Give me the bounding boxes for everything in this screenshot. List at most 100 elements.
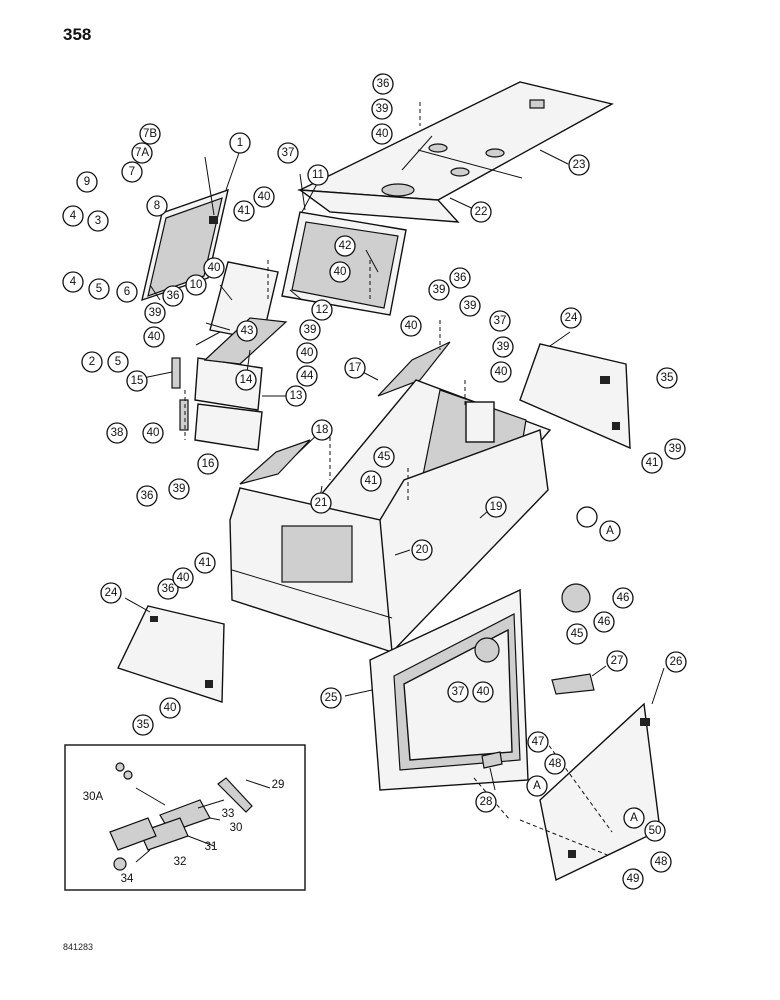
- callout-39-b: 39: [428, 279, 450, 301]
- callout-24-left: 24: [100, 582, 122, 604]
- svg-text:18: 18: [316, 424, 329, 436]
- svg-text:3: 3: [95, 215, 101, 227]
- svg-text:30: 30: [230, 822, 243, 834]
- callout-46-a: 48: [544, 753, 566, 775]
- svg-text:25: 25: [325, 692, 338, 704]
- svg-text:A: A: [606, 525, 614, 537]
- svg-text:7: 7: [129, 166, 135, 178]
- svg-text:10: 10: [190, 279, 203, 291]
- svg-text:40: 40: [376, 128, 389, 140]
- svg-text:19: 19: [490, 501, 503, 513]
- callout-39-top: 39: [371, 98, 393, 120]
- svg-text:11: 11: [312, 169, 324, 181]
- svg-text:23: 23: [573, 159, 586, 171]
- callout-39-c: 39: [459, 295, 481, 317]
- svg-text:9: 9: [84, 176, 90, 188]
- svg-text:44: 44: [301, 370, 314, 382]
- callout-28: 28: [475, 791, 497, 813]
- callout-layer: 1 2 3 4 4 5 5 6 7 7A 7B 8 9 10 11 12 13 …: [62, 73, 687, 890]
- svg-text:39: 39: [497, 341, 510, 353]
- callout-37-a: 37: [277, 142, 299, 164]
- page-number: 358: [63, 25, 92, 44]
- callout-40-i: 41: [641, 452, 663, 474]
- svg-text:45: 45: [378, 451, 391, 463]
- svg-text:24: 24: [105, 587, 118, 599]
- svg-text:36: 36: [377, 78, 390, 90]
- svg-text:35: 35: [661, 372, 674, 384]
- door-panel-26: [539, 702, 661, 882]
- svg-text:5: 5: [115, 356, 121, 368]
- callout-45-a: 47: [527, 731, 549, 753]
- svg-text:39: 39: [433, 284, 446, 296]
- callout-45-b: 48: [650, 851, 672, 873]
- callout-6: 6: [116, 281, 138, 303]
- callout-40-b: 40: [203, 257, 225, 279]
- svg-text:48: 48: [549, 758, 562, 770]
- svg-text:7B: 7B: [143, 128, 157, 140]
- svg-text:40: 40: [147, 427, 160, 439]
- svg-text:21: 21: [315, 497, 328, 509]
- inset-handle-29: [217, 777, 253, 813]
- svg-text:39: 39: [464, 300, 477, 312]
- svg-text:40: 40: [495, 366, 508, 378]
- svg-text:27: 27: [611, 655, 624, 667]
- svg-text:37: 37: [494, 315, 507, 327]
- callout-25: 25: [320, 687, 342, 709]
- callout-40-k: 41: [194, 552, 216, 574]
- callout-21: 21: [310, 492, 332, 514]
- svg-text:37: 37: [282, 147, 295, 159]
- callout-30: 30: [230, 822, 243, 834]
- wedge-18: [239, 439, 311, 485]
- svg-text:45: 45: [571, 628, 584, 640]
- svg-text:24: 24: [565, 312, 578, 324]
- svg-text:4: 4: [70, 276, 77, 288]
- callout-40-j: 41: [360, 470, 382, 492]
- callout-33: 33: [222, 808, 235, 820]
- callout-35-left: 35: [132, 714, 154, 736]
- callout-10: 10: [185, 274, 207, 296]
- callout-2: 2: [81, 351, 103, 373]
- callout-39-i: 40: [159, 697, 181, 719]
- svg-text:22: 22: [475, 206, 488, 218]
- callout-40-top: 40: [371, 123, 393, 145]
- callout-39-g: 40: [172, 567, 194, 589]
- svg-text:1: 1: [237, 137, 243, 149]
- callout-1: 1: [229, 132, 251, 154]
- callout-43: 46: [593, 611, 615, 633]
- callout-46-b: 49: [622, 868, 644, 890]
- svg-text:39: 39: [304, 324, 317, 336]
- svg-text:36: 36: [141, 490, 154, 502]
- callout-41-b: 42: [334, 235, 356, 257]
- svg-text:41: 41: [238, 205, 251, 217]
- svg-text:28: 28: [480, 796, 493, 808]
- callout-14: 14: [235, 369, 257, 391]
- callout-9: 9: [76, 171, 98, 193]
- svg-text:17: 17: [349, 362, 362, 374]
- callout-38: 39: [299, 319, 321, 341]
- callout-30a: 30A: [83, 791, 104, 803]
- callout-39-h: 40: [472, 681, 494, 703]
- svg-text:40: 40: [334, 266, 347, 278]
- svg-text:14: 14: [240, 374, 253, 386]
- callout-41-c: 43: [236, 320, 258, 342]
- callout-41-a: 41: [233, 200, 255, 222]
- inset-block-32: [109, 817, 157, 851]
- callout-39-f: 39: [168, 478, 190, 500]
- callout-13: 13: [285, 385, 307, 407]
- callout-17: 17: [344, 357, 366, 379]
- bracket-16: [179, 399, 189, 431]
- cab-20-right: [379, 429, 549, 654]
- roof-panel-front: [297, 189, 460, 223]
- svg-text:16: 16: [202, 458, 215, 470]
- callout-40-e: 40: [143, 326, 165, 348]
- callout-42: 45: [566, 623, 588, 645]
- svg-text:32: 32: [174, 856, 187, 868]
- inset-box: [64, 744, 306, 891]
- hinge-27: [551, 673, 595, 695]
- callout-49: A: [599, 520, 621, 542]
- callout-5-lower: 5: [107, 351, 129, 373]
- panel-13-lower: [194, 403, 263, 451]
- svg-text:40: 40: [477, 686, 490, 698]
- svg-text:40: 40: [177, 572, 190, 584]
